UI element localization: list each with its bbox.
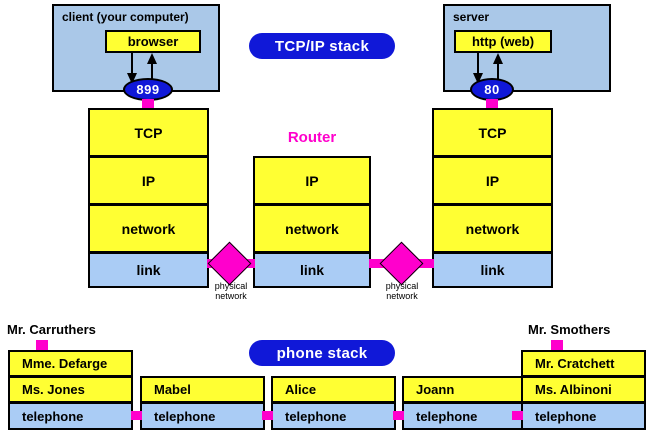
phone-right-person-connector: [551, 340, 563, 350]
router-stack-layer-network: network: [253, 204, 371, 253]
router-stack-layer-link: link: [253, 252, 371, 288]
phone-col-5-row-3: telephone: [521, 402, 646, 430]
phone-col-4-row-1-label: Joann: [416, 382, 455, 397]
phone-col-4-row-2-label: telephone: [416, 408, 478, 424]
phone-col-3-row-1: Alice: [271, 376, 396, 403]
client-app-label: browser: [127, 34, 179, 49]
right-stack-layer-network: network: [432, 204, 553, 253]
router-stack-layer-link-label: link: [299, 262, 325, 278]
left-stack-layer-ip: IP: [88, 156, 209, 205]
phone-col-5-row-1: Mr. Cratchett: [521, 350, 646, 377]
phone-right-person-text: Mr. Smothers: [528, 322, 611, 337]
left-stack-layer-link-label: link: [136, 262, 161, 278]
left-stack-layer-tcp-label: TCP: [134, 124, 163, 141]
router-stack-layer-ip-label: IP: [305, 172, 319, 189]
physical-link-2-diamond: [379, 241, 424, 286]
phone-col-5-row-3-label: telephone: [535, 408, 597, 424]
phone-stack-title-badge: phone stack: [249, 340, 395, 366]
physical-link-1-diamond: [207, 241, 252, 286]
physical-link-1-caption: physical network: [197, 281, 265, 301]
phone-col-4-row-2: telephone: [402, 402, 527, 430]
left-stack-layer-network-label: network: [121, 220, 176, 237]
left-stack-layer-ip-label: IP: [141, 172, 156, 189]
phone-col-4-row-1: Joann: [402, 376, 527, 403]
tcpip-stack-title-label: TCP/IP stack: [274, 37, 370, 55]
tcpip-stack-title-badge: TCP/IP stack: [249, 33, 395, 59]
right-stack-layer-link: link: [432, 252, 553, 288]
server-app-label: http (web): [471, 34, 535, 49]
phone-left-person-text: Mr. Carruthers: [7, 322, 96, 337]
phone-col-1-row-2-label: Ms. Jones: [22, 382, 85, 397]
right-stack-layer-tcp-label: TCP: [478, 124, 507, 141]
physical-link-2-caption-line2: network: [386, 291, 418, 301]
phone-left-person-label: Mr. Carruthers: [7, 322, 96, 337]
phone-link-2-3: [262, 411, 273, 420]
phone-col-3-row-1-label: Alice: [285, 382, 317, 397]
client-host-label: client (your computer): [62, 10, 189, 24]
router-stack-layer-network-label: network: [285, 220, 339, 237]
right-stack-layer-network-label: network: [465, 220, 520, 237]
server-port-connector: [486, 99, 498, 109]
router-stack-layer-ip: IP: [253, 156, 371, 205]
router-caption: Router: [253, 129, 371, 146]
phone-col-1-row-1: Mme. Defarge: [8, 350, 133, 377]
phone-link-1-2: [131, 411, 142, 420]
server-arrows: [473, 52, 503, 85]
client-arrows: [127, 52, 157, 85]
phone-col-1-row-3: telephone: [8, 402, 133, 430]
phone-col-2-row-2-label: telephone: [154, 408, 216, 424]
phone-col-5-row-2: Ms. Albinoni: [521, 376, 646, 403]
phone-col-3-row-2-label: telephone: [285, 408, 347, 424]
server-app-http-box: http (web): [454, 30, 552, 53]
right-stack-layer-tcp: TCP: [432, 108, 553, 157]
phone-left-person-connector: [36, 340, 48, 350]
client-port-badge: 899: [123, 78, 173, 101]
server-port-badge: 80: [470, 78, 514, 101]
phone-link-4-5: [512, 411, 523, 420]
physical-link-2-caption: physical network: [368, 281, 436, 301]
server-host-label: server: [453, 10, 490, 24]
client-port-label: 899: [136, 82, 160, 97]
physical-link-1-caption-line1: physical: [214, 281, 248, 291]
phone-col-5-row-1-label: Mr. Cratchett: [535, 356, 615, 371]
phone-link-3-4: [393, 411, 404, 420]
phone-col-2-row-2: telephone: [140, 402, 265, 430]
phone-col-5-row-2-label: Ms. Albinoni: [535, 382, 612, 397]
phone-col-2-row-1: Mabel: [140, 376, 265, 403]
client-port-connector: [142, 99, 154, 109]
client-app-browser-box: browser: [105, 30, 201, 53]
physical-link-1-caption-line2: network: [215, 291, 247, 301]
phone-stack-title-label: phone stack: [276, 344, 368, 362]
phone-right-person-label: Mr. Smothers: [528, 322, 610, 337]
phone-col-1-row-2: Ms. Jones: [8, 376, 133, 403]
right-stack-layer-ip-label: IP: [485, 172, 500, 189]
router-caption-label: Router: [287, 129, 337, 146]
right-stack-layer-link-label: link: [480, 262, 505, 278]
server-port-label: 80: [484, 82, 500, 97]
phone-col-1-row-3-label: telephone: [22, 408, 84, 424]
physical-link-2-caption-line1: physical: [385, 281, 419, 291]
phone-col-2-row-1-label: Mabel: [154, 382, 191, 397]
phone-col-1-row-1-label: Mme. Defarge: [22, 356, 108, 371]
left-stack-layer-tcp: TCP: [88, 108, 209, 157]
left-stack-layer-link: link: [88, 252, 209, 288]
right-stack-layer-ip: IP: [432, 156, 553, 205]
phone-col-3-row-2: telephone: [271, 402, 396, 430]
left-stack-layer-network: network: [88, 204, 209, 253]
